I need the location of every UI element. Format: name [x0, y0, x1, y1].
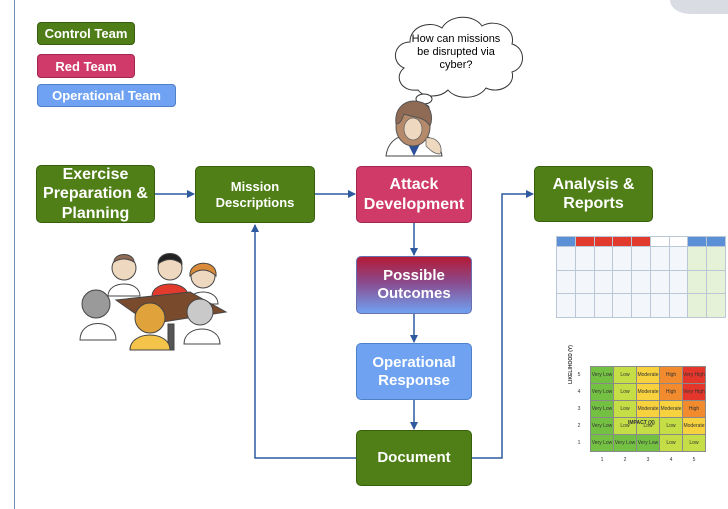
legend-control-team: Control Team: [37, 22, 135, 45]
heatmap-x-tick: 5: [682, 451, 706, 468]
analysis-reports-box: Analysis & Reports: [534, 166, 653, 222]
heatmap-cell: High: [659, 383, 683, 401]
heatmap-x-tick: 4: [659, 451, 683, 468]
heatmap-cell: Moderate: [659, 400, 683, 418]
legend-red-team: Red Team: [37, 54, 135, 78]
heatmap-cell: Very Low: [590, 366, 614, 384]
heatmap-y-tick: 3: [568, 400, 591, 418]
legend-operational-team: Operational Team: [37, 84, 176, 107]
heatmap-cell: Low: [659, 417, 683, 435]
heatmap-y-tick: 1: [568, 434, 591, 452]
heatmap-cell: Low: [636, 417, 660, 435]
slide-left-border: [14, 0, 15, 509]
heatmap-cell: Low: [613, 383, 637, 401]
corner-tab: [670, 0, 728, 14]
heatmap-y-tick: 5: [568, 366, 591, 384]
operational-response-box: Operational Response: [356, 343, 472, 400]
heatmap-x-tick: 1: [590, 451, 614, 468]
heatmap-cell: High: [659, 366, 683, 384]
cloud-question-text: How can missions be disrupted via cyber?: [411, 33, 501, 72]
heatmap-x-tick: 3: [636, 451, 660, 468]
heatmap-cell: Moderate: [636, 383, 660, 401]
risk-table-thumbnail: [556, 236, 726, 318]
heatmap-cell: Low: [659, 434, 683, 452]
heatmap-cell: Very Low: [636, 434, 660, 452]
arrow-document-to-mission: [251, 224, 356, 459]
arrow-document-to-analysis: [472, 190, 534, 459]
meeting-group-icon: [79, 253, 228, 351]
exercise-preparation-box: Exercise Preparation & Planning: [36, 165, 155, 223]
heatmap-cell: Moderate: [682, 417, 706, 435]
possible-outcomes-box: Possible Outcomes: [356, 256, 472, 314]
heatmap-cell: High: [682, 400, 706, 418]
attack-development-box: Attack Development: [356, 166, 472, 223]
heatmap-cell: Moderate: [636, 400, 660, 418]
heatmap-cell: Very High: [682, 383, 706, 401]
heatmap-cell: Low: [682, 434, 706, 452]
mission-descriptions-box: Mission Descriptions: [195, 166, 315, 223]
heatmap-y-tick: 2: [568, 417, 591, 435]
heatmap-cell: Very Low: [590, 383, 614, 401]
heatmap-cell: Low: [613, 366, 637, 384]
heatmap-cell: Very Low: [590, 417, 614, 435]
document-box: Document: [356, 430, 472, 486]
heatmap-x-tick: 2: [613, 451, 637, 468]
heatmap-y-tick: 4: [568, 383, 591, 401]
heatmap-cell: Very Low: [590, 400, 614, 418]
heatmap-cell: Very High: [682, 366, 706, 384]
heatmap-cell: Very Low: [590, 434, 614, 452]
heatmap-x-label: IMPACT (X): [628, 420, 655, 426]
thinking-person-icon: [385, 100, 443, 157]
heatmap-cell: Low: [613, 400, 637, 418]
heatmap-cell: Moderate: [636, 366, 660, 384]
heatmap-y-label: LIKELIHOOD (Y): [568, 345, 574, 384]
heatmap-cell: Very Low: [613, 434, 637, 452]
heatmap-cell: Low: [613, 417, 637, 435]
